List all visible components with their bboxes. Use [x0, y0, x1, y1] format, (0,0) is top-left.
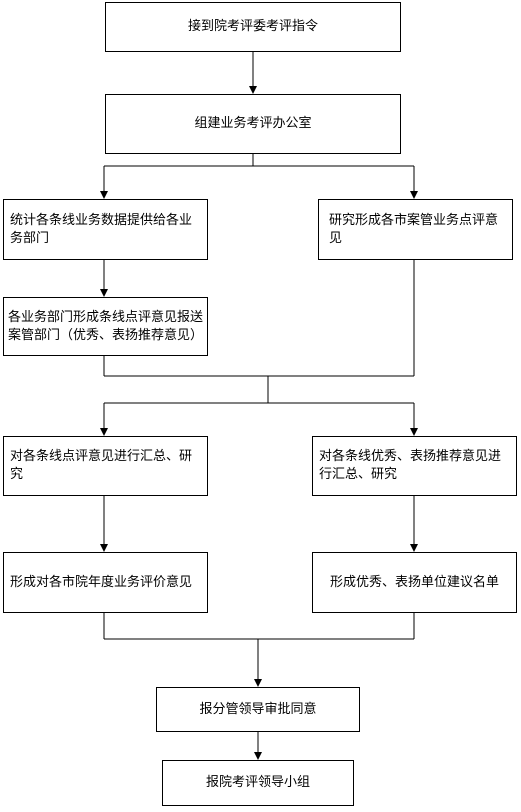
node-receive-instruction-label: 接到院考评委考评指令 — [187, 19, 318, 34]
node-receive-instruction: 接到院考评委考评指令 — [105, 2, 401, 52]
node-statistics-label: 统计各条线业务数据提供给各业务部门 — [10, 212, 193, 246]
node-summarize-recommend: 对各条线优秀、表扬推荐意见进行汇总、研究 — [312, 436, 517, 496]
node-statistics: 统计各条线业务数据提供给各业务部门 — [3, 199, 208, 260]
node-summarize-recommend-label: 对各条线优秀、表扬推荐意见进行汇总、研究 — [319, 449, 502, 482]
node-summarize-reviews: 对各条线点评意见进行汇总、研究 — [3, 436, 208, 496]
node-setup-office-label: 组建业务考评办公室 — [194, 116, 312, 131]
node-setup-office: 组建业务考评办公室 — [105, 94, 401, 154]
node-research-cases: 研究形成各市案管业务点评意见 — [318, 199, 513, 260]
node-annual-evaluation-label: 形成对各市院年度业务评价意见 — [10, 574, 193, 590]
node-report-group: 报院考评领导小组 — [162, 760, 354, 806]
node-annual-evaluation: 形成对各市院年度业务评价意见 — [3, 552, 208, 613]
node-leader-approval: 报分管领导审批同意 — [156, 687, 360, 732]
node-leader-approval-label: 报分管领导审批同意 — [199, 701, 317, 717]
node-report-group-label: 报院考评领导小组 — [205, 775, 310, 790]
node-research-cases-label: 研究形成各市案管业务点评意见 — [329, 212, 499, 246]
node-recommend-list-label: 形成优秀、表扬单位建议名单 — [329, 574, 499, 590]
node-dept-opinions-label: 各业务部门形成条线点评意见报送案管部门（优秀、表扬推荐意见） — [8, 309, 204, 343]
node-dept-opinions: 各业务部门形成条线点评意见报送案管部门（优秀、表扬推荐意见） — [3, 297, 208, 356]
node-summarize-reviews-label: 对各条线点评意见进行汇总、研究 — [10, 449, 193, 482]
node-recommend-list: 形成优秀、表扬单位建议名单 — [312, 552, 517, 613]
